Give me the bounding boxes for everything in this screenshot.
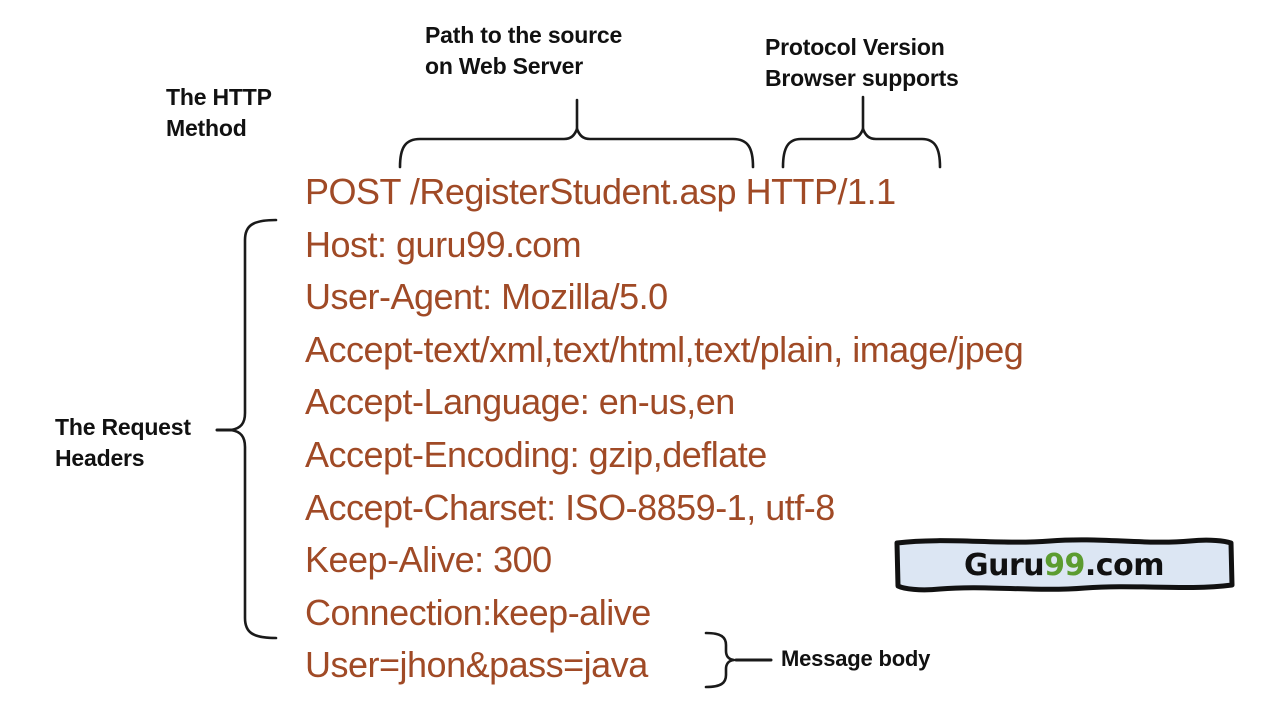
protocol-version-label-line2: Browser supports	[765, 65, 959, 91]
protocol-brace	[781, 127, 942, 169]
protocol-version-label: Protocol Version Browser supports	[765, 32, 959, 94]
request-headers-label-line2: Headers	[55, 445, 145, 471]
path-to-source-label-line2: on Web Server	[425, 53, 584, 79]
guru99-logo-box	[894, 537, 1235, 593]
request-header-accept: Accept-text/xml,text/html,text/plain, im…	[305, 328, 1024, 370]
request-headers-label: The Request Headers	[55, 412, 191, 474]
request-header-user-agent: User-Agent: Mozilla/5.0	[305, 276, 668, 318]
request-header-connection: Connection:keep-alive	[305, 591, 651, 633]
request-line: POST /RegisterStudent.asp HTTP/1.1	[305, 171, 896, 212]
guru99-logo-text-guru: Guru	[964, 547, 1045, 583]
request-headers-label-line1: The Request	[55, 414, 191, 440]
request-header-accept-encoding: Accept-Encoding: gzip,deflate	[305, 433, 767, 475]
http-method-label: The HTTP Method	[166, 82, 272, 144]
http-method-label-line2: Method	[166, 115, 247, 141]
path-brace	[398, 127, 755, 169]
http-method-label-line1: The HTTP	[166, 84, 272, 110]
request-header-accept-language: Accept-Language: en-us,en	[305, 381, 735, 423]
request-message-body: User=jhon&pass=java	[305, 644, 648, 686]
message-body-label: Message body	[781, 646, 931, 671]
request-header-accept-charset: Accept-Charset: ISO-8859-1, utf-8	[305, 486, 835, 528]
protocol-version-label-line1: Protocol Version	[765, 34, 945, 60]
request-header-host: Host: guru99.com	[305, 223, 582, 265]
path-to-source-label: Path to the source on Web Server	[425, 20, 622, 82]
request-header-keep-alive: Keep-Alive: 300	[305, 539, 552, 581]
headers-brace	[229, 218, 278, 640]
http-request-text: POST /RegisterStudent.asp HTTP/1.1 Host:…	[305, 166, 1225, 692]
guru99-logo-text-99: 99	[1044, 547, 1085, 583]
guru99-logo-text-com: .com	[1084, 547, 1165, 583]
path-to-source-label-line1: Path to the source	[425, 22, 623, 48]
